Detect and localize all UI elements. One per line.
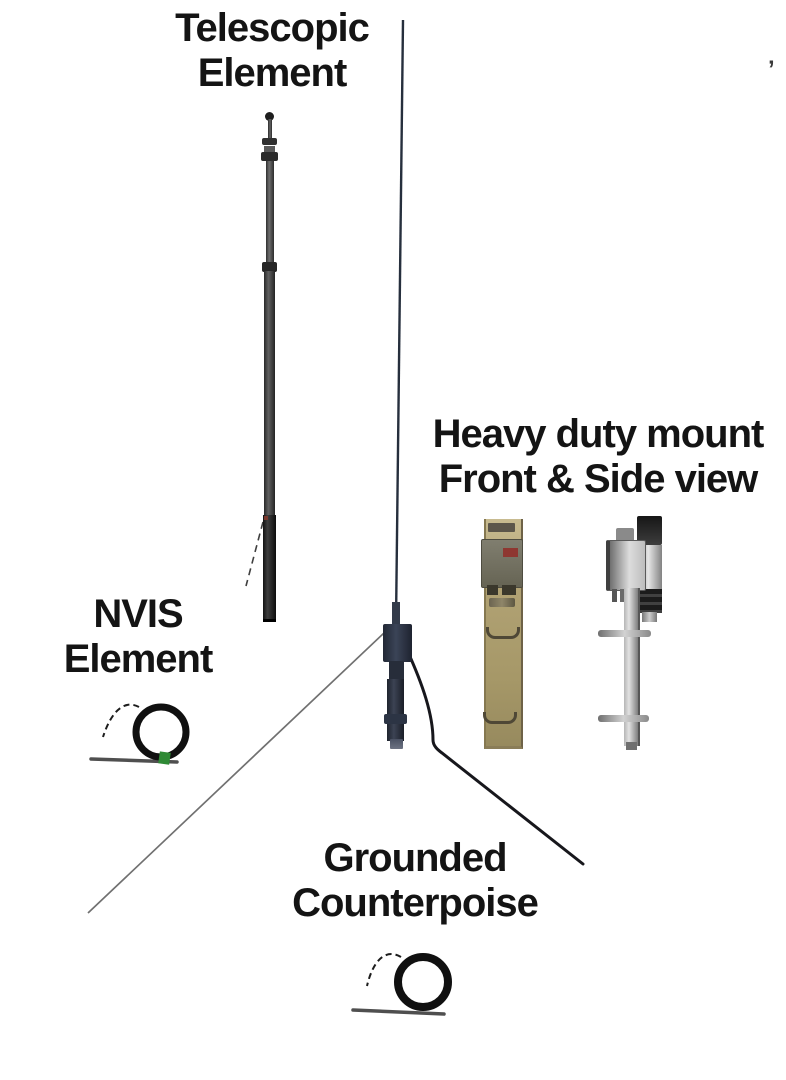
- counterpoise-ground-rod: [351, 1008, 446, 1016]
- pole-lower-section: [263, 515, 276, 622]
- base-foot: [390, 739, 403, 749]
- pole-collar: [261, 152, 278, 161]
- pole-clamp-mark: [264, 516, 268, 520]
- whip-element-line: [394, 19, 405, 623]
- counterpoise-coil-tail: [366, 953, 402, 987]
- side-mount-cross-pin: [598, 715, 649, 722]
- label-grounded-counterpoise: Grounded Counterpoise: [255, 836, 575, 926]
- front-mount-top-band: [488, 523, 515, 532]
- nvis-coil-tail: [102, 703, 140, 738]
- front-mount-red-label: [503, 548, 518, 557]
- front-mount-handle: [483, 712, 517, 724]
- side-mount-fin: [620, 589, 625, 602]
- front-mount-junction-box: [481, 539, 523, 588]
- pole-lanyard: [245, 521, 264, 587]
- side-mount-cylinder-bands: [637, 589, 662, 613]
- label-nvis-element: NVIS Element: [38, 592, 238, 682]
- nvis-ground-rod: [89, 757, 179, 764]
- base-feed-box: [383, 624, 412, 662]
- label-heavy-duty-line2: Front & Side view: [438, 457, 759, 502]
- front-mount-handle: [486, 627, 520, 639]
- base-mast-tube: [387, 679, 404, 741]
- pole-collar: [262, 138, 277, 145]
- front-mount-clip: [489, 598, 515, 607]
- pole-middle-section: [264, 271, 275, 519]
- label-telescopic-line2: Element: [197, 51, 348, 96]
- base-collar: [384, 714, 407, 724]
- label-nvis-line2: Element: [63, 637, 214, 682]
- side-mount-foot: [626, 742, 637, 750]
- label-telescopic-element: Telescopic Element: [112, 6, 432, 96]
- label-heavy-duty-mount: Heavy duty mount Front & Side view: [412, 412, 784, 502]
- front-mount-box-foot: [487, 585, 498, 595]
- front-mount-box-foot: [502, 585, 516, 595]
- counterpoise-coil: [394, 953, 452, 1011]
- label-grounded-line2: Counterpoise: [292, 881, 539, 926]
- pole-tip-stem: [268, 119, 272, 139]
- side-mount-box: [606, 540, 646, 591]
- pole-joint-collar: [262, 262, 277, 272]
- label-heavy-duty-line1: Heavy duty mount: [432, 412, 765, 456]
- pole-upper-section: [266, 161, 274, 265]
- label-nvis-line1: NVIS: [93, 592, 183, 636]
- stray-mark: ’: [768, 56, 775, 83]
- pole-tip-ball: [265, 112, 274, 121]
- base-whip-connector: [392, 602, 400, 626]
- label-grounded-line1: Grounded: [323, 836, 507, 880]
- side-mount-vertical-bar: [624, 588, 640, 746]
- nvis-coil: [132, 703, 190, 761]
- pole-collar: [264, 146, 275, 152]
- side-mount-bracket: [616, 528, 634, 542]
- nvis-green-connector: [158, 751, 171, 765]
- base-neck: [389, 661, 404, 680]
- side-mount-cylinder-tip: [642, 612, 657, 622]
- label-telescopic-line1: Telescopic: [175, 6, 370, 50]
- side-mount-fin: [612, 589, 617, 602]
- side-mount-cross-pin: [598, 630, 651, 637]
